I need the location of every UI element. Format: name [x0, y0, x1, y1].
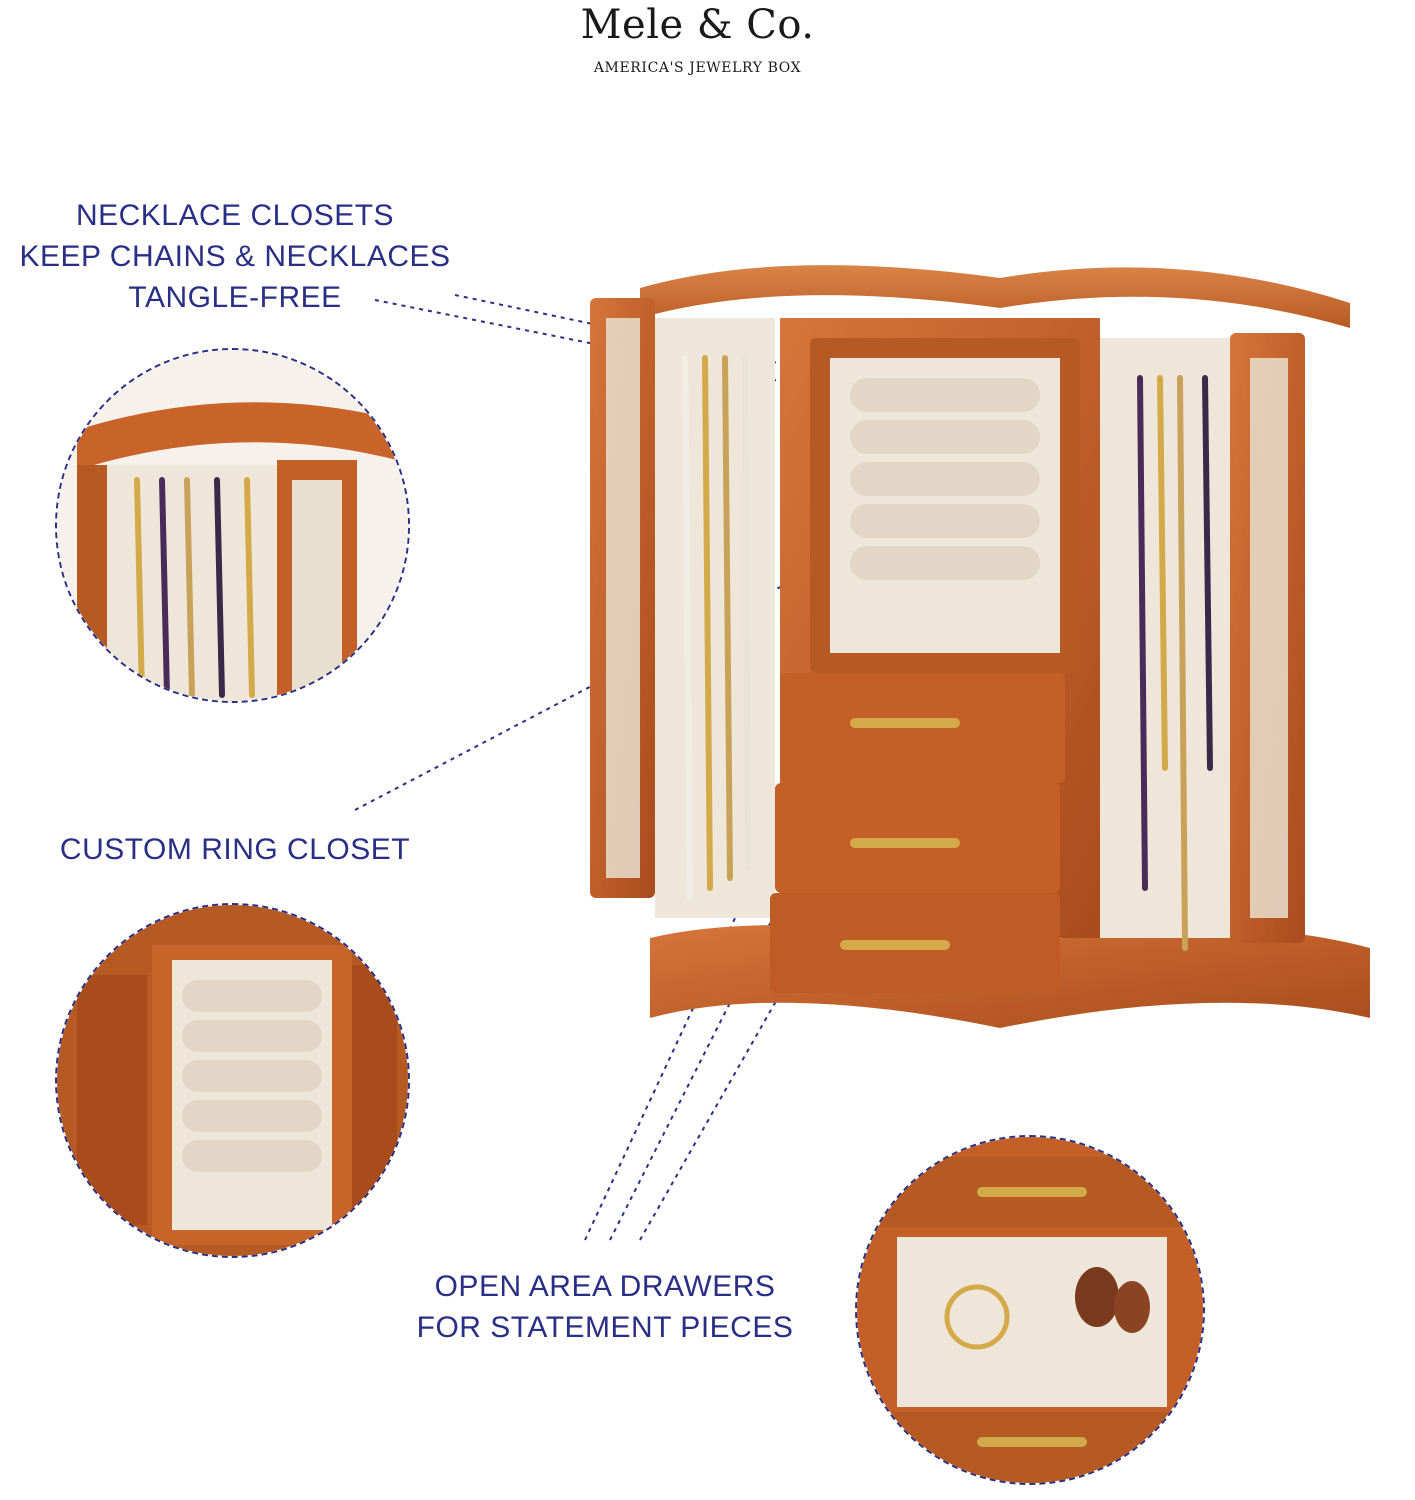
callout-ring: CUSTOM RING CLOSET — [0, 829, 470, 870]
callout-necklace-line-2: KEEP CHAINS & NECKLACES — [19, 240, 451, 273]
brand-tagline: AMERICA'S JEWELRY BOX — [593, 60, 802, 76]
ring-closet-detail — [55, 903, 410, 1258]
necklace-closet-detail — [55, 348, 410, 703]
callout-necklace-line-1: NECKLACE CLOSETS — [75, 199, 395, 232]
callout-ring-line-1: CUSTOM RING CLOSET — [59, 833, 411, 866]
brand-name: Mele & Co. — [580, 2, 815, 48]
callout-drawers: OPEN AREA DRAWERS FOR STATEMENT PIECES — [395, 1266, 815, 1348]
callout-necklace-line-3: TANGLE-FREE — [128, 281, 342, 314]
callout-necklace: NECKLACE CLOSETS KEEP CHAINS & NECKLACES… — [0, 195, 470, 318]
drawer-detail — [855, 1135, 1205, 1485]
jewelry-box-photo — [590, 265, 1370, 1028]
callout-drawers-line-2: FOR STATEMENT PIECES — [416, 1311, 794, 1344]
callout-drawers-line-1: OPEN AREA DRAWERS — [434, 1270, 776, 1303]
